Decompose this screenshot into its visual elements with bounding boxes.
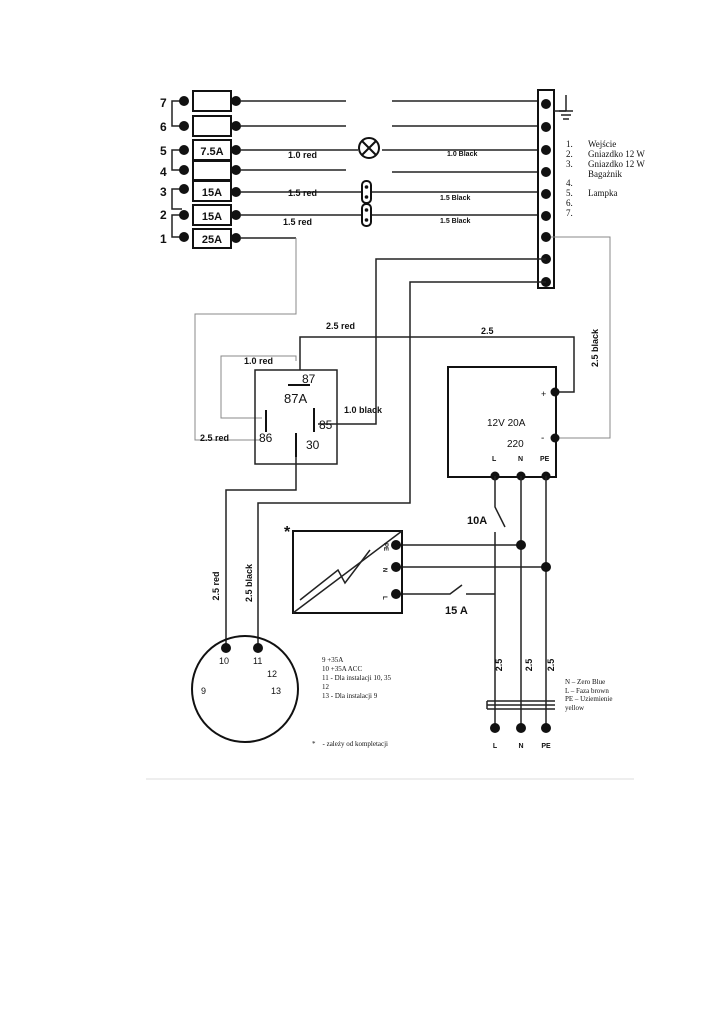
- wire-label: 2.5: [546, 659, 556, 672]
- bottom-terminal-pe: PE: [541, 743, 551, 750]
- psu-term-l: L: [492, 456, 497, 463]
- wire-label: 1.0 Black: [447, 151, 477, 158]
- legend-label: Wejście: [588, 139, 616, 149]
- color-legend-line: N – Zero Blue: [565, 678, 605, 686]
- wire-label: 1.5 red: [283, 217, 312, 227]
- wire-label: 1.5 Black: [440, 195, 470, 202]
- breaker-15a: 15 A: [445, 605, 468, 617]
- fuse-to-bus-wires: [241, 100, 540, 239]
- wire-label: 2.5 red: [326, 321, 355, 331]
- terminal-number-2: 2: [160, 208, 167, 222]
- socket-legend-line: 12: [322, 683, 330, 691]
- wire-label: 1.0 red: [244, 356, 273, 366]
- psu-plus: +: [541, 389, 546, 399]
- legend-label: Gniazdko 12 W: [588, 159, 645, 169]
- socket-legend-line: 13 - Dla instalacji 9: [322, 692, 378, 700]
- wire-label: 2.5: [481, 326, 494, 336]
- charger-term-pe: PE: [382, 543, 388, 551]
- mains-wires: [397, 476, 555, 728]
- color-legend-line: L – Faza brown: [565, 687, 609, 695]
- ground-icon: [554, 95, 573, 120]
- legend-label: Lampka: [588, 188, 618, 198]
- legend-number: 4.: [566, 178, 573, 188]
- socket-legend-line: 10 +35A ACC: [322, 665, 362, 673]
- terminal-bus: [537, 89, 555, 289]
- footnote: * - zależy od kompletacji: [312, 740, 388, 748]
- routing-wires: [194, 236, 611, 648]
- socket-pin-11: 11: [253, 656, 262, 666]
- wire-label: 2.5: [494, 659, 504, 672]
- power-supply: + - 12V 20A 220 L N PE: [447, 366, 560, 481]
- color-legend-line: PE – Uziemienie: [565, 695, 612, 703]
- terminal-number-6: 6: [160, 120, 167, 134]
- socket-pin-9: 9: [201, 686, 206, 696]
- fuse-rating-5: 7.5A: [200, 146, 223, 158]
- fuse-block: 7 6 5 4 3 2 1 7.5A 15A 1: [160, 90, 241, 249]
- charger: * PE N L: [284, 524, 403, 614]
- terminal-legend: 1. 2. 3. 4. 5. 6. 7. Wejście Gniazdko 12…: [566, 139, 645, 218]
- psu-rating: 12V 20A: [487, 418, 526, 429]
- wire-label: 2.5 black: [244, 563, 254, 602]
- wire-label: 1.5 Black: [440, 218, 470, 225]
- wire-label: 2.5 red: [200, 433, 229, 443]
- socket-legend: 9 +35A 10 +35A ACC 11 - Dla instalacji 1…: [322, 656, 391, 700]
- socket: 2.5 red 2.5 black 10 11 12 9 13: [191, 563, 299, 743]
- psu-voltage: 220: [507, 439, 524, 450]
- terminal-number-1: 1: [160, 232, 167, 246]
- relay-pin-87: 87: [302, 372, 316, 386]
- legend-label: Gniazdko 12 W: [588, 149, 645, 159]
- wire-color-legend: N – Zero Blue L – Faza brown PE – Uziemi…: [565, 678, 612, 712]
- terminal-number-4: 4: [160, 165, 167, 179]
- wire-label: 1.0 black: [344, 405, 383, 415]
- bottom-terminal-l: L: [493, 743, 498, 750]
- charger-asterisk: *: [284, 524, 291, 541]
- socket-legend-line: 11 - Dla instalacji 10, 35: [322, 674, 391, 682]
- psu-minus: -: [541, 433, 544, 444]
- relay-pin-87a: 87A: [284, 391, 307, 406]
- bottom-terminal-n: N: [518, 743, 523, 750]
- legend-number: 6.: [566, 198, 573, 208]
- relay-pin-30: 30: [306, 438, 320, 452]
- legend-number: 1.: [566, 139, 573, 149]
- legend-number: 3.: [566, 159, 573, 169]
- legend-number: 2.: [566, 149, 573, 159]
- socket-pin-13: 13: [271, 686, 281, 696]
- charger-term-n: N: [381, 568, 387, 572]
- wire-label: 2.5: [524, 659, 534, 672]
- charger-term-l: L: [381, 596, 387, 600]
- color-legend-line: yellow: [565, 704, 585, 712]
- socket-pin-12: 12: [267, 669, 277, 679]
- mains-junctions: [490, 540, 551, 733]
- legend-number: 7.: [566, 208, 573, 218]
- socket-pin-10: 10: [219, 656, 229, 666]
- wire-label: 2.5 black: [590, 328, 600, 367]
- terminal-number-3: 3: [160, 185, 167, 199]
- fuse-rating-3: 15A: [202, 187, 222, 199]
- socket-legend-line: 9 +35A: [322, 656, 343, 664]
- breaker-10a: 10A: [467, 515, 487, 527]
- wire-label: 2.5 red: [211, 571, 221, 600]
- fuse-rating-1: 25A: [202, 234, 222, 246]
- inline-fuse-icon: [361, 180, 372, 227]
- legend-number: 5.: [566, 188, 573, 198]
- legend-label: Bagażnik: [588, 169, 622, 179]
- relay-pin-86: 86: [259, 431, 273, 445]
- wire-label: 1.5 red: [288, 188, 317, 198]
- relay: 87 87A 85 86 30: [254, 369, 338, 465]
- fuse-rating-2: 15A: [202, 211, 222, 223]
- relay-pin-85: 85: [319, 418, 333, 432]
- psu-term-n: N: [518, 456, 523, 463]
- terminal-number-5: 5: [160, 144, 167, 158]
- wire-label: 1.0 red: [288, 150, 317, 160]
- psu-term-pe: PE: [540, 456, 550, 463]
- lamp-icon: [358, 137, 380, 159]
- terminal-number-7: 7: [160, 96, 167, 110]
